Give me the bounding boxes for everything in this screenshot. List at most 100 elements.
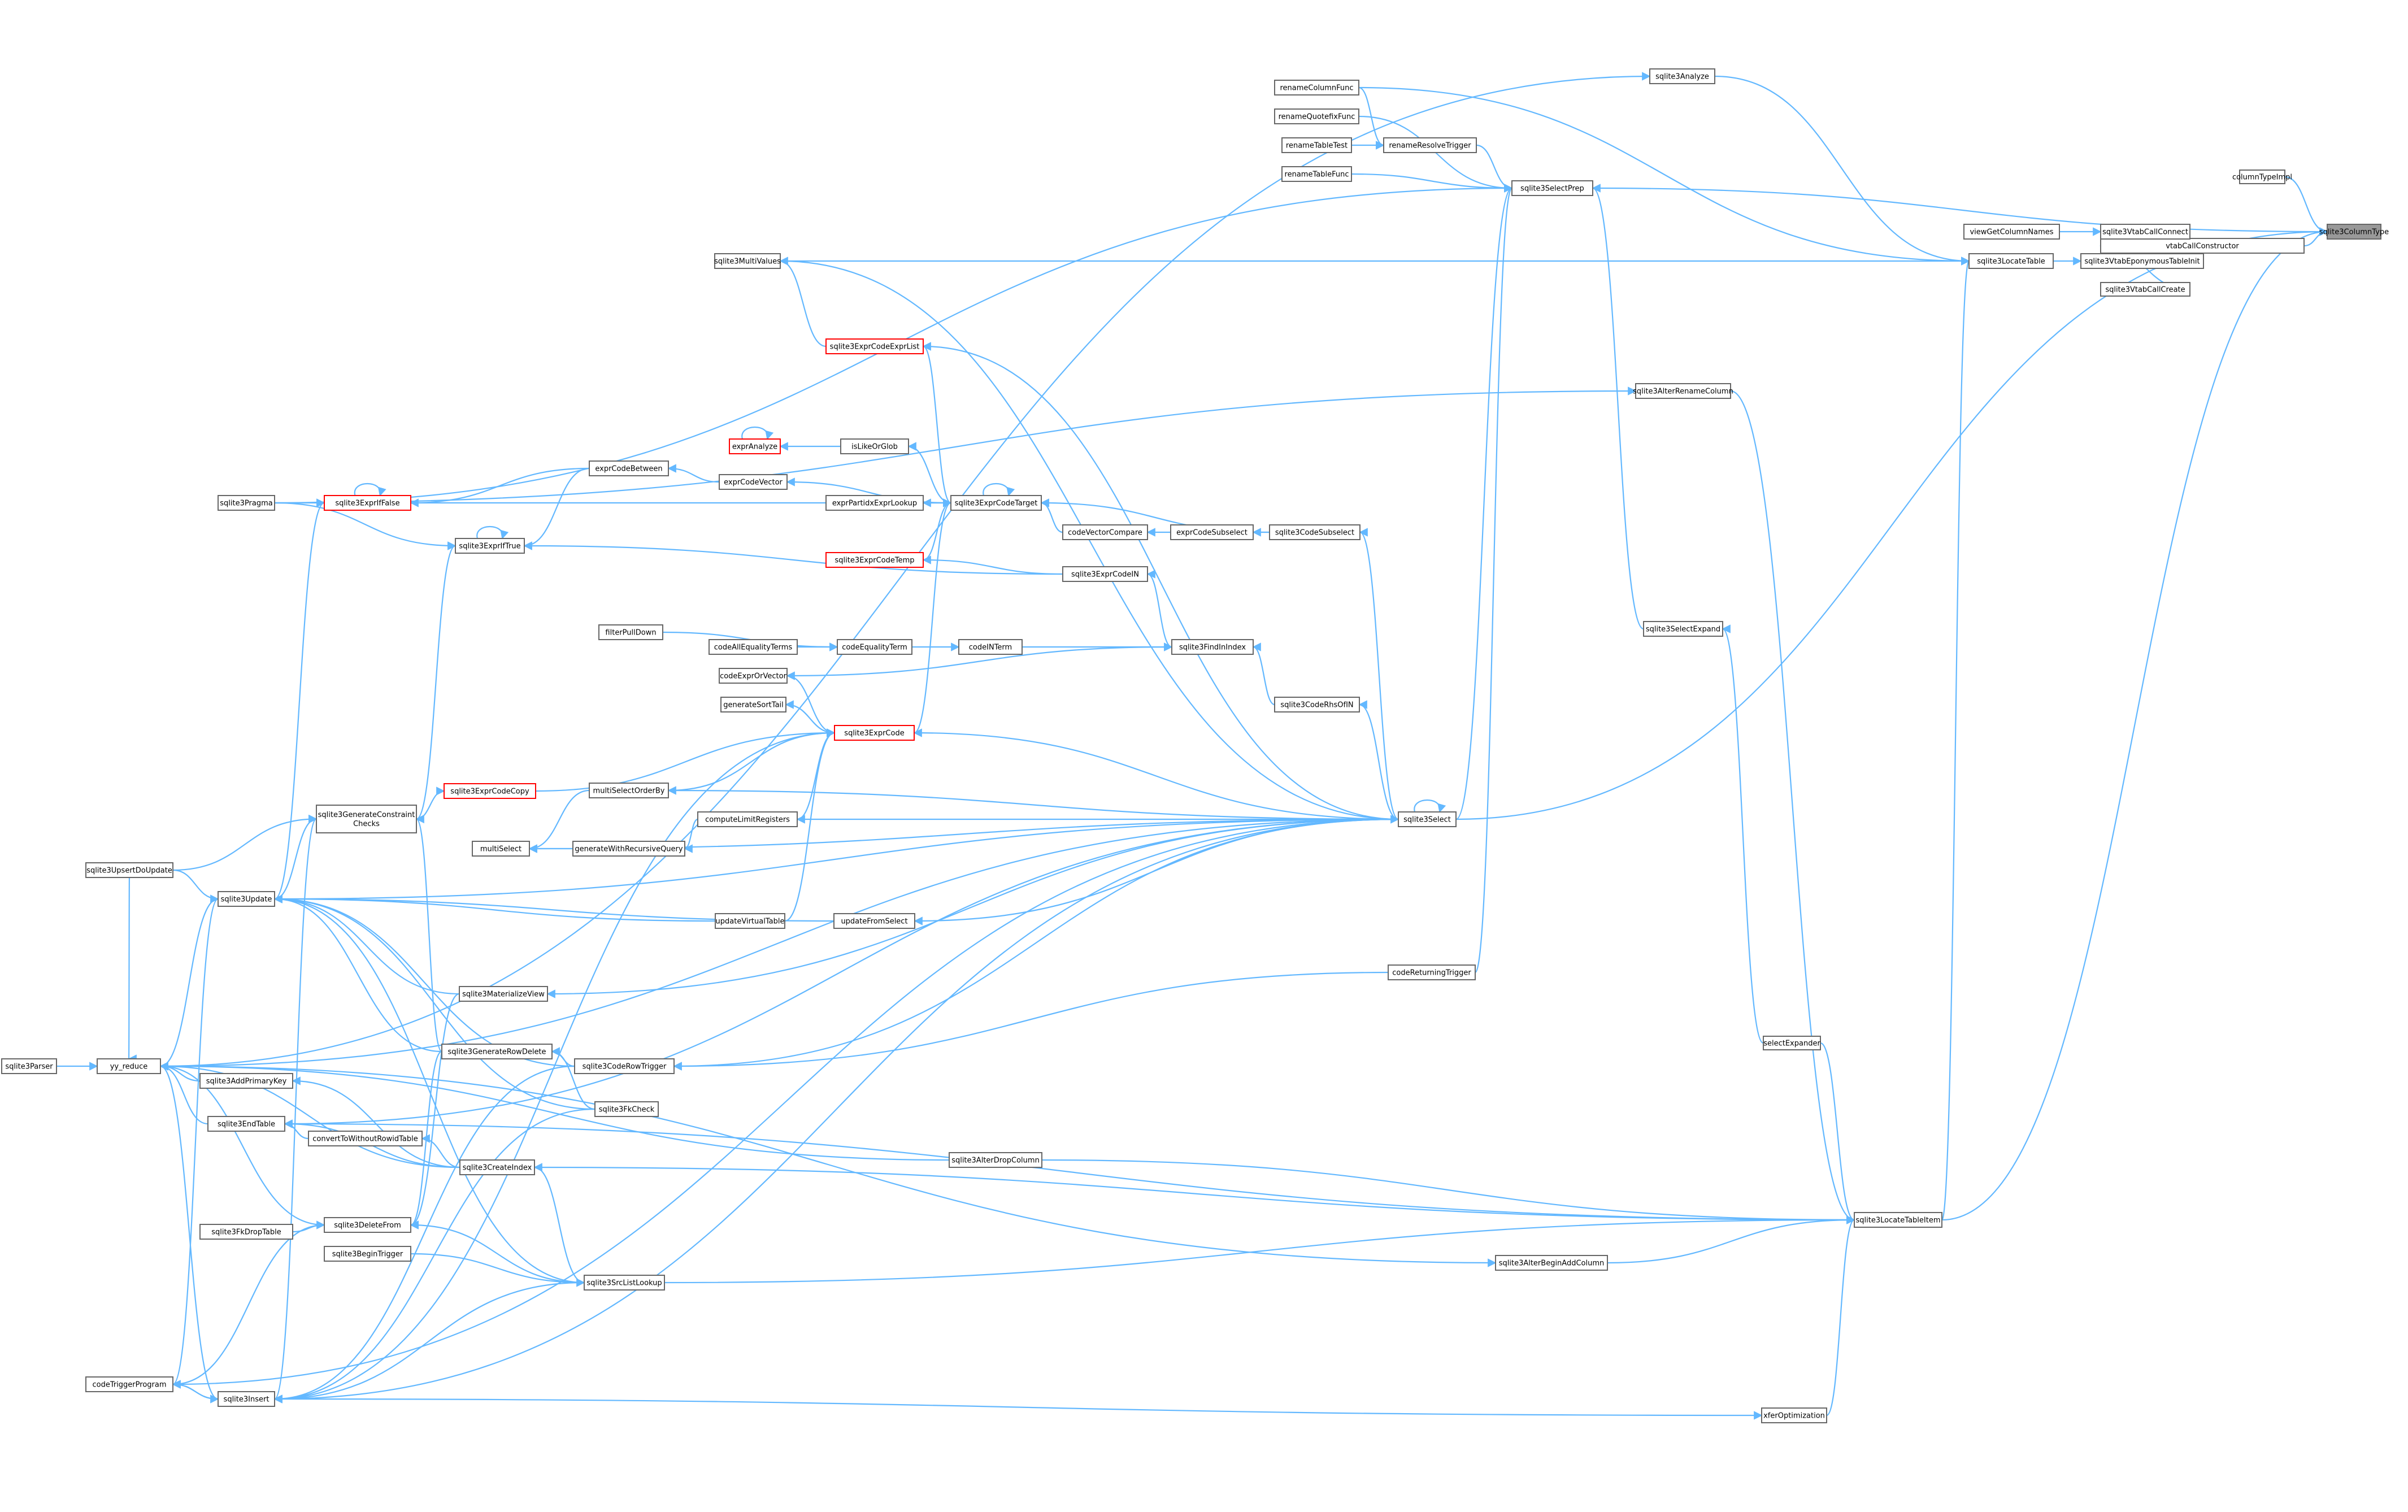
edge-sqlite3-code-rhs-of-in-to-sqlite3-find-in-index <box>1252 642 1275 706</box>
node-sqlite3-alter-rename-column[interactable]: sqlite3AlterRenameColumn <box>1633 383 1733 399</box>
node-multi-select[interactable]: multiSelect <box>472 841 530 857</box>
node-rename-resolve-trigger[interactable]: renameResolveTrigger <box>1383 137 1477 153</box>
node-rename-column-func[interactable]: renameColumnFunc <box>1274 80 1359 95</box>
node-sqlite3-vtab-call-connect[interactable]: sqlite3VtabCallConnect <box>2100 224 2190 240</box>
node-label: sqlite3FkCheck <box>599 1106 655 1114</box>
node-generate-with-recursive-query[interactable]: generateWithRecursiveQuery <box>572 841 685 857</box>
node-is-like-or-glob[interactable]: isLikeOrGlob <box>840 438 909 454</box>
node-box <box>720 697 786 712</box>
edge-sqlite3-select-to-sqlite3-code-rhs-of-in <box>1358 700 1399 820</box>
node-rename-table-test[interactable]: renameTableTest <box>1281 137 1352 153</box>
node-sqlite3-begin-trigger[interactable]: sqlite3BeginTrigger <box>324 1246 411 1262</box>
node-sqlite3-end-table[interactable]: sqlite3EndTable <box>207 1116 285 1132</box>
node-sqlite3-find-in-index[interactable]: sqlite3FindInIndex <box>1171 639 1254 655</box>
edge-sqlite3-create-index-to-sqlite3-add-primary-key <box>292 1076 460 1168</box>
node-sqlite3-select[interactable]: sqlite3Select <box>1398 811 1457 827</box>
node-sqlite3-alter-drop-column[interactable]: sqlite3AlterDropColumn <box>949 1152 1042 1168</box>
node-yy_reduce[interactable]: yy_reduce <box>97 1058 161 1074</box>
node-sqlite3-code-subselect[interactable]: sqlite3CodeSubselect <box>1269 524 1361 540</box>
node-sqlite3-expr-code-target[interactable]: sqlite3ExprCodeTarget <box>950 495 1042 511</box>
node-sqlite3-analyze[interactable]: sqlite3Analyze <box>1649 68 1715 84</box>
node-label: exprAnalyze <box>732 443 777 451</box>
node-box <box>584 1275 665 1291</box>
node-expr-analyze[interactable]: exprAnalyze <box>729 438 781 454</box>
node-sqlite3-expr-code-expr-list[interactable]: sqlite3ExprCodeExprList <box>825 338 924 354</box>
edge-sqlite3-src-list-lookup-to-sqlite3-locate-table-item <box>664 1215 1855 1284</box>
node-sqlite3-delete-from[interactable]: sqlite3DeleteFrom <box>324 1217 411 1233</box>
node-sqlite3-code-row-trigger[interactable]: sqlite3CodeRowTrigger <box>574 1058 675 1074</box>
node-sqlite3-column-type[interactable]: sqlite3ColumnType <box>2319 224 2389 240</box>
node-sqlite3-locate-table[interactable]: sqlite3LocateTable <box>1968 253 2054 269</box>
node-sqlite3-insert[interactable]: sqlite3Insert <box>218 1391 275 1407</box>
node-label: codeINTerm <box>969 644 1012 652</box>
node-box <box>2100 282 2190 297</box>
node-label: sqlite3SelectPrep <box>1520 185 1584 193</box>
node-filter-pull-down[interactable]: filterPullDown <box>598 624 663 640</box>
edge-sqlite3-select-to-sqlite3-select-prep <box>1455 184 1513 820</box>
node-box <box>308 1131 423 1146</box>
node-sqlite3-create-index[interactable]: sqlite3CreateIndex <box>459 1159 535 1175</box>
node-code-all-equality-terms[interactable]: codeAllEqualityTerms <box>709 639 798 655</box>
node-rename-table-func[interactable]: renameTableFunc <box>1281 166 1352 182</box>
node-sqlite3-code-rhs-of-in[interactable]: sqlite3CodeRhsOfIN <box>1274 697 1360 712</box>
node-sqlite3-expr-code-in[interactable]: sqlite3ExprCodeIN <box>1062 566 1148 582</box>
node-update-virtual-table[interactable]: updateVirtualTable <box>715 913 785 929</box>
node-code-vector-compare[interactable]: codeVectorCompare <box>1062 524 1148 540</box>
node-sqlite3-expr-if-true[interactable]: sqlite3ExprIfTrue <box>455 538 525 554</box>
node-vtab-call-constructor[interactable]: vtabCallConstructor <box>2100 238 2305 254</box>
node-label: sqlite3ColumnType <box>2319 228 2389 237</box>
node-box <box>455 538 525 554</box>
node-code-equality-term[interactable]: codeEqualityTerm <box>837 639 912 655</box>
node-code-trigger-program[interactable]: codeTriggerProgram <box>85 1376 173 1392</box>
node-sqlite3-alter-begin-add-column[interactable]: sqlite3AlterBeginAddColumn <box>1495 1255 1608 1271</box>
node-sqlite3-src-list-lookup[interactable]: sqlite3SrcListLookup <box>584 1275 665 1291</box>
node-sqlite3-select-prep[interactable]: sqlite3SelectPrep <box>1511 180 1593 196</box>
node-compute-limit-registers[interactable]: computeLimitRegisters <box>697 811 798 827</box>
node-expr-partidx-expr-lookup[interactable]: exprPartidxExprLookup <box>825 495 924 511</box>
node-select-expander[interactable]: selectExpander <box>1763 1036 1821 1050</box>
node-sqlite3-expr-code-temp[interactable]: sqlite3ExprCodeTemp <box>825 552 924 568</box>
node-sqlite3-vtab-eponymous-table-init[interactable]: sqlite3VtabEponymousTableInit <box>2080 253 2204 269</box>
node-sqlite3-fk-check[interactable]: sqlite3FkCheck <box>594 1101 659 1117</box>
node-column-type-impl[interactable]: columnTypeImpl <box>2232 170 2292 184</box>
node-expr-code-vector[interactable]: exprCodeVector <box>719 474 788 490</box>
edge-update-virtual-table-to-sqlite3-update <box>273 894 716 922</box>
node-sqlite3-pragma[interactable]: sqlite3Pragma <box>218 495 275 511</box>
edge-sqlite3-materialize-view-to-sqlite3-update <box>273 894 460 995</box>
node-sqlite3-expr-code-copy[interactable]: sqlite3ExprCodeCopy <box>444 783 536 799</box>
node-convert-to-without-rowid-table[interactable]: convertToWithoutRowidTable <box>308 1131 423 1146</box>
node-sqlite3-add-primary-key[interactable]: sqlite3AddPrimaryKey <box>199 1073 293 1089</box>
node-sqlite3-parser[interactable]: sqlite3Parser <box>1 1058 57 1074</box>
node-sqlite3-materialize-view[interactable]: sqlite3MaterializeView <box>459 986 548 1002</box>
edge-sqlite3-select-to-sqlite3-code-subselect <box>1359 528 1399 820</box>
node-code-interm[interactable]: codeINTerm <box>958 639 1023 655</box>
node-label: sqlite3ExprCodeCopy <box>450 788 529 796</box>
node-sqlite3-update[interactable]: sqlite3Update <box>218 891 275 907</box>
node-sqlite3-fk-drop-table[interactable]: sqlite3FkDropTable <box>199 1224 293 1240</box>
edge-sqlite3-expr-code-to-code-expr-or-vector <box>786 671 835 734</box>
node-label: generateSortTail <box>723 701 784 710</box>
node-multi-select-order-by[interactable]: multiSelectOrderBy <box>589 783 669 798</box>
edge-sqlite3-src-list-lookup-to-sqlite3-create-index <box>533 1163 585 1284</box>
edge-sqlite3-end-table-to-sqlite3-locate-table-item <box>284 1123 1855 1224</box>
node-xfer-optimization[interactable]: xferOptimization <box>1761 1407 1827 1423</box>
node-update-from-select[interactable]: updateFromSelect <box>833 913 915 929</box>
node-sqlite3-locate-table-item[interactable]: sqlite3LocateTableItem <box>1854 1212 1942 1228</box>
node-expr-code-subselect[interactable]: exprCodeSubselect <box>1170 524 1254 540</box>
node-label: sqlite3VtabCallConnect <box>2102 228 2188 237</box>
node-view-get-column-names[interactable]: viewGetColumnNames <box>1963 224 2060 240</box>
node-sqlite3-select-expand[interactable]: sqlite3SelectExpand <box>1643 621 1723 637</box>
node-sqlite3-expr-if-false[interactable]: sqlite3ExprIfFalse <box>324 495 411 511</box>
node-sqlite3-upsert-do-update[interactable]: sqlite3UpsertDoUpdate <box>85 862 173 878</box>
node-code-expr-or-vector[interactable]: codeExprOrVector <box>719 668 788 684</box>
node-sqlite3-expr-code[interactable]: sqlite3ExprCode <box>834 725 915 741</box>
node-sqlite3-generate-row-delete[interactable]: sqlite3GenerateRowDelete <box>441 1044 553 1059</box>
node-sqlite3-vtab-call-create[interactable]: sqlite3VtabCallCreate <box>2100 282 2190 297</box>
node-rename-quotefix-func[interactable]: renameQuotefixFunc <box>1274 108 1359 124</box>
node-generate-sort-tail[interactable]: generateSortTail <box>720 697 786 712</box>
node-code-returning-trigger[interactable]: codeReturningTrigger <box>1388 964 1476 980</box>
node-sqlite3-multi-values[interactable]: sqlite3MultiValues <box>714 253 781 269</box>
node-expr-code-between[interactable]: exprCodeBetween <box>589 460 669 476</box>
node-label: viewGetColumnNames <box>1970 228 2053 237</box>
